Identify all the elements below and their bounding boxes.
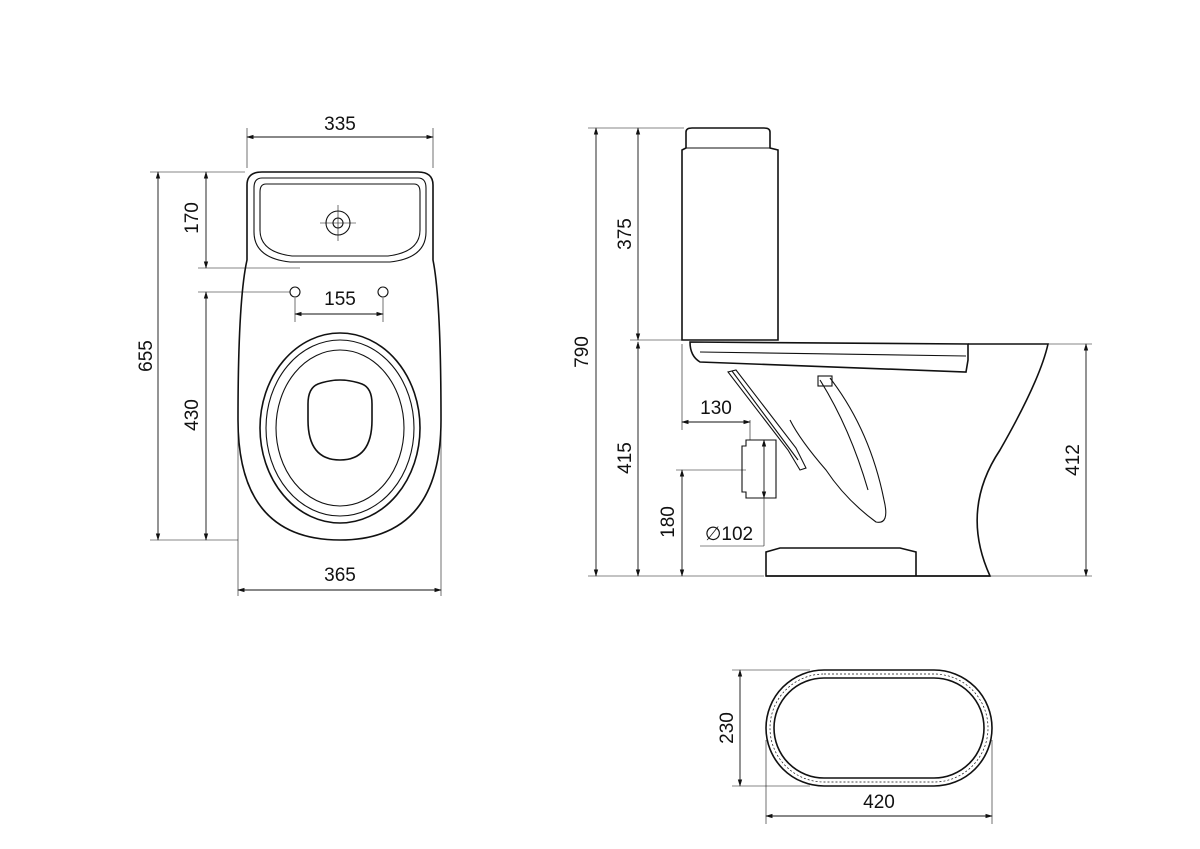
dim-170-label: 170 [182,202,203,234]
flush-pipe-inner [731,370,799,461]
tank-recess-inner [259,183,421,257]
seat-rim [689,341,969,373]
dim-155-label: 155 [324,289,356,310]
dim-seat-height: 415 [615,341,641,577]
bowl-opening [307,379,373,461]
dim-420-label: 420 [863,792,895,813]
outlet-stub [741,439,777,499]
cistern-tank [681,127,779,341]
flush-pipe [727,369,807,471]
dim-top-width: 335 [246,114,434,168]
dim-130-label: 130 [700,398,732,419]
dim-bolt-spacing: 155 [294,289,384,322]
dim-365-label: 365 [324,565,356,586]
dim-bowl-length: 430 [182,291,290,541]
dim-180-label: 180 [658,506,679,538]
seat-inner-ring [275,349,405,507]
dim-790-label: 790 [572,336,593,368]
base-view: 230 420 [717,669,993,824]
top-view: 335 655 170 430 155 [136,114,442,596]
seat-mid-ring [265,339,415,517]
tank-recess [253,177,427,263]
bowl-trap-inner [789,377,887,523]
base-inner [773,677,985,779]
base-hatch [769,673,989,783]
base-outer [765,669,993,787]
dim-total-length: 655 [136,171,245,541]
dim-375-label: 375 [615,218,636,250]
seat-outer-ring [259,332,421,524]
flush-hole [320,205,356,241]
rim-bolt [817,375,833,387]
dim-base-depth: 230 [717,669,810,787]
dim-335-label: 335 [324,114,356,135]
dim-outlet-offset: 130 [681,344,751,440]
side-view: 790 375 415 130 180 [572,127,1092,577]
dim-base-width: 365 [237,430,442,596]
rim-line [699,351,967,357]
dim-bowl-height: 412 [990,343,1092,577]
dim-outlet-diameter: ∅102 [700,439,767,547]
bowl-trap-front [819,379,869,491]
dim-230-label: 230 [717,712,738,744]
dim-415-label: 415 [615,442,636,474]
top-view-outline [237,171,442,541]
dim-412-label: 412 [1063,444,1084,476]
dim-655-label: 655 [136,340,157,372]
dim-102-label: ∅102 [705,524,753,545]
dim-430-label: 430 [182,399,203,431]
dim-tank-height: 375 [615,127,682,341]
bowl-outline [765,343,1049,577]
dim-tank-depth: 170 [182,171,300,269]
dim-base-width: 420 [765,740,993,824]
dim-outlet-height: 180 [658,469,746,577]
